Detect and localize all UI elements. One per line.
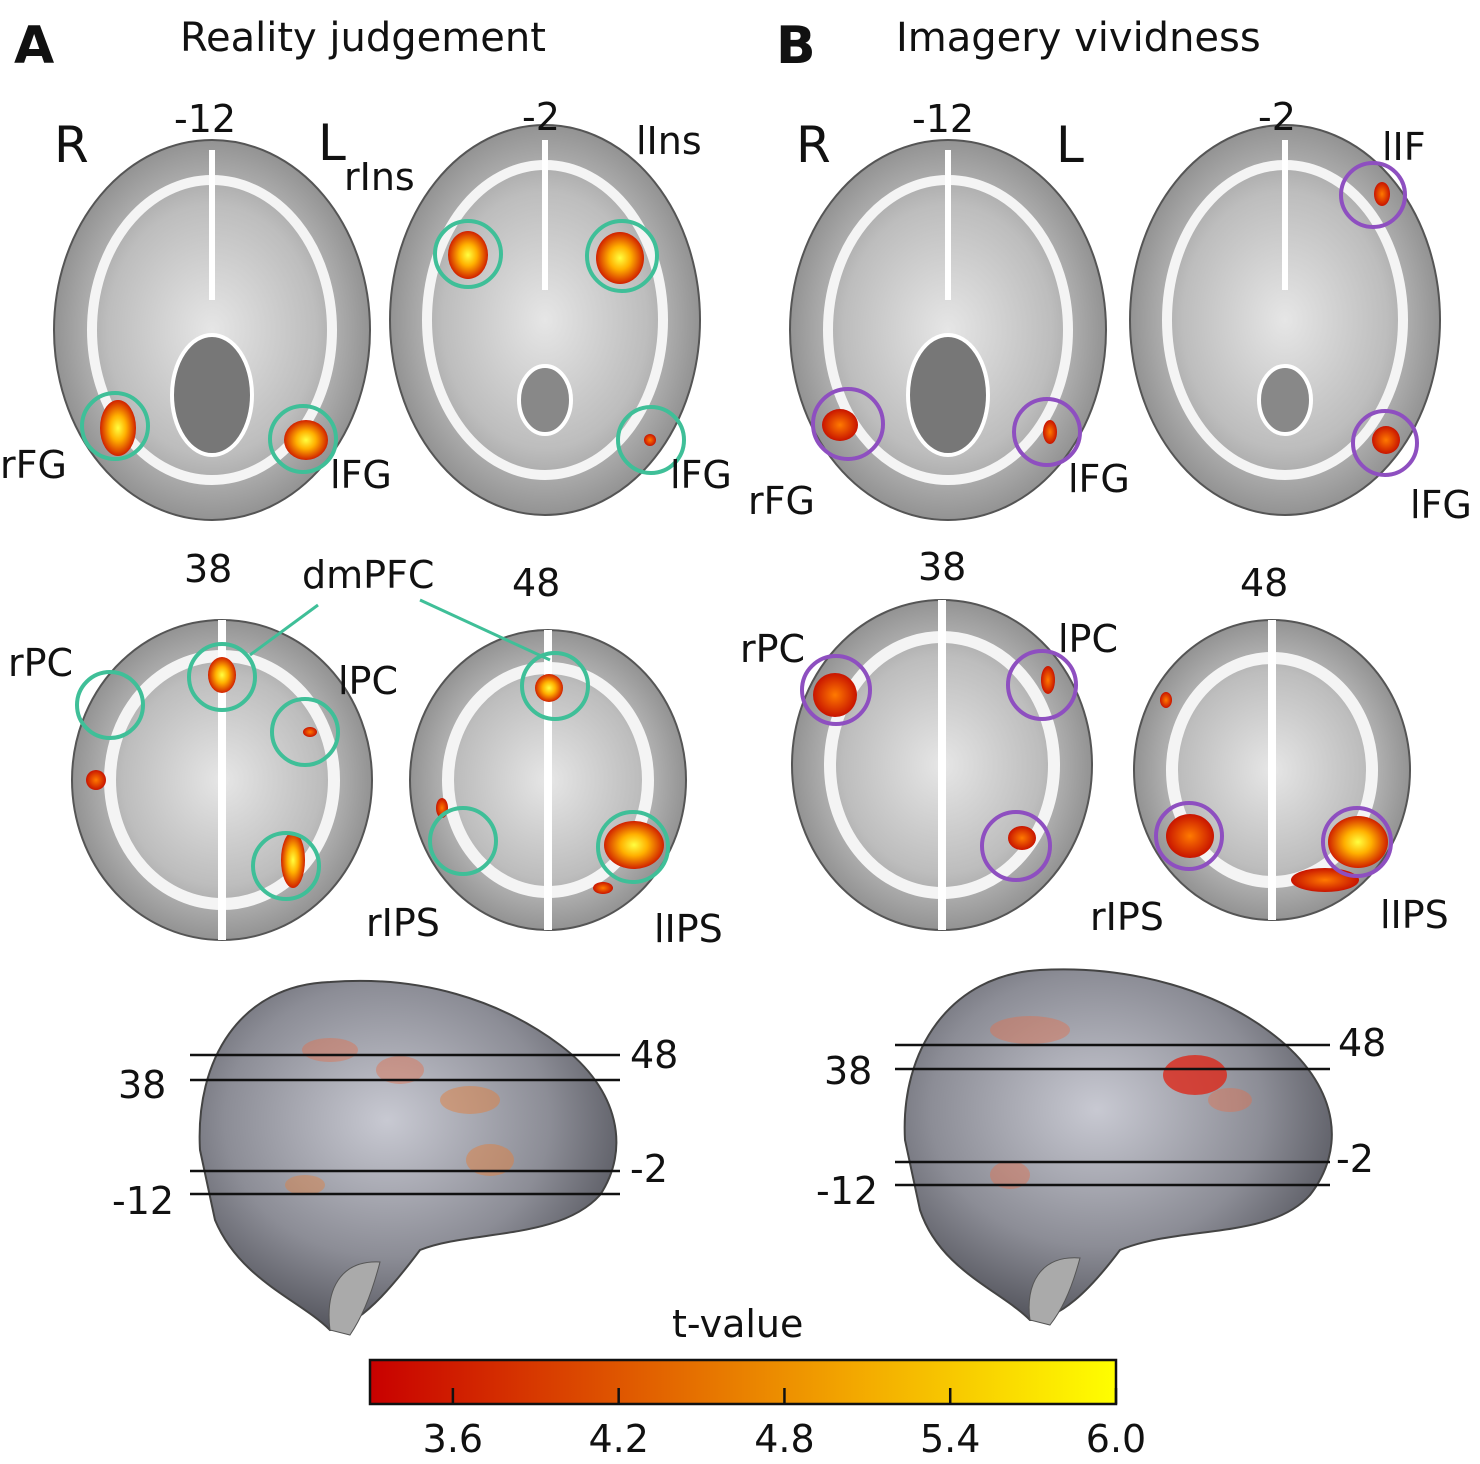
region-A-rFG: rFG [0, 443, 67, 487]
panel-a-letter: A [14, 16, 55, 76]
region-A-lIns: lIns [636, 119, 702, 163]
slice-label-A4: 48 [512, 561, 561, 605]
roi-circle [80, 391, 150, 461]
region-A-rIns: rIns [344, 155, 415, 199]
slice-label-B4: 48 [1240, 561, 1289, 605]
level-B-38: 38 [824, 1049, 873, 1093]
region-A-rIPS: rIPS [366, 901, 440, 945]
roi-circle [1012, 397, 1082, 467]
roi-circle [520, 651, 590, 721]
region-A-lIPS: lIPS [654, 907, 723, 951]
region-A-lPC: lPC [338, 659, 399, 703]
orient-left-A: L [318, 114, 346, 172]
region-A-rPC: rPC [8, 641, 74, 685]
slice-A-minus2 [389, 124, 701, 516]
region-B-lIF: lIF [1382, 125, 1426, 169]
colorbar-tick-label: 6.0 [1085, 1417, 1147, 1461]
roi-circle [270, 697, 340, 767]
orient-right-A: R [54, 116, 89, 174]
level-B-minus12: -12 [816, 1169, 879, 1213]
colorbar-tick-label: 4.2 [588, 1417, 649, 1461]
roi-circle [800, 654, 872, 726]
colorbar-gradient [368, 1358, 1118, 1406]
roi-circle [251, 831, 321, 901]
roi-circle [75, 670, 145, 740]
roi-circle [811, 387, 885, 461]
roi-circle [1321, 806, 1393, 878]
roi-circle [1339, 161, 1407, 229]
slice-label-A1: -12 [174, 97, 237, 141]
roi-circle [268, 404, 338, 474]
slice-label-A3: 38 [184, 547, 233, 591]
region-B-lFG-1: lFG [1068, 457, 1130, 501]
roi-circle [616, 405, 686, 475]
region-B-lPC: lPC [1058, 617, 1119, 661]
colorbar-label: t-value [672, 1302, 804, 1346]
roi-circle [428, 806, 498, 876]
orient-right-B: R [796, 116, 831, 174]
slice-A-48 [409, 629, 687, 931]
panel-b-letter: B [776, 16, 816, 76]
level-B-48: 48 [1338, 1021, 1387, 1065]
region-A-dmPFC: dmPFC [302, 553, 435, 597]
level-A-48: 48 [630, 1033, 679, 1077]
slice-label-B1: -12 [912, 97, 975, 141]
level-A-minus12: -12 [112, 1179, 175, 1223]
region-B-rPC: rPC [740, 627, 806, 671]
slice-B-38 [791, 599, 1093, 931]
slice-B-48 [1133, 619, 1411, 921]
slice-A-minus12 [53, 139, 371, 521]
panel-a-title: Reality judgement [180, 15, 546, 61]
roi-circle [1154, 801, 1224, 871]
level-B-minus2: -2 [1336, 1137, 1374, 1181]
roi-circle [585, 219, 659, 293]
roi-circle [980, 810, 1052, 882]
colorbar-tick-label: 4.8 [754, 1417, 815, 1461]
panel-b-title: Imagery vividness [896, 15, 1261, 61]
roi-circle [433, 219, 503, 289]
region-B-lIPS: lIPS [1380, 893, 1449, 937]
slice-B-minus2 [1129, 124, 1441, 516]
region-A-lFG-2: lFG [670, 453, 732, 497]
pointer-line [419, 598, 551, 662]
render-B [895, 968, 1333, 1326]
render-A [190, 979, 620, 1336]
pointer-line [249, 603, 319, 657]
roi-circle [1351, 409, 1419, 477]
roi-circle [596, 810, 670, 884]
slice-label-B2: -2 [1258, 95, 1296, 139]
roi-circle [1006, 649, 1078, 721]
colorbar-tick-label: 3.6 [422, 1417, 484, 1461]
slice-label-A2: -2 [522, 95, 560, 139]
level-A-38: 38 [118, 1063, 167, 1107]
region-B-rIPS: rIPS [1090, 895, 1164, 939]
level-A-minus2: -2 [630, 1147, 668, 1191]
slice-B-minus12 [789, 139, 1107, 521]
region-B-lFG-2: lFG [1410, 483, 1472, 527]
region-B-rFG: rFG [748, 479, 815, 523]
roi-circle [187, 642, 257, 712]
slice-label-B3: 38 [918, 545, 967, 589]
region-A-lFG-1: lFG [330, 453, 392, 497]
colorbar-ticks [451, 1388, 1118, 1404]
orient-left-B: L [1056, 116, 1084, 174]
slice-A-38 [71, 619, 373, 941]
colorbar-tick-label: 5.4 [920, 1417, 981, 1461]
